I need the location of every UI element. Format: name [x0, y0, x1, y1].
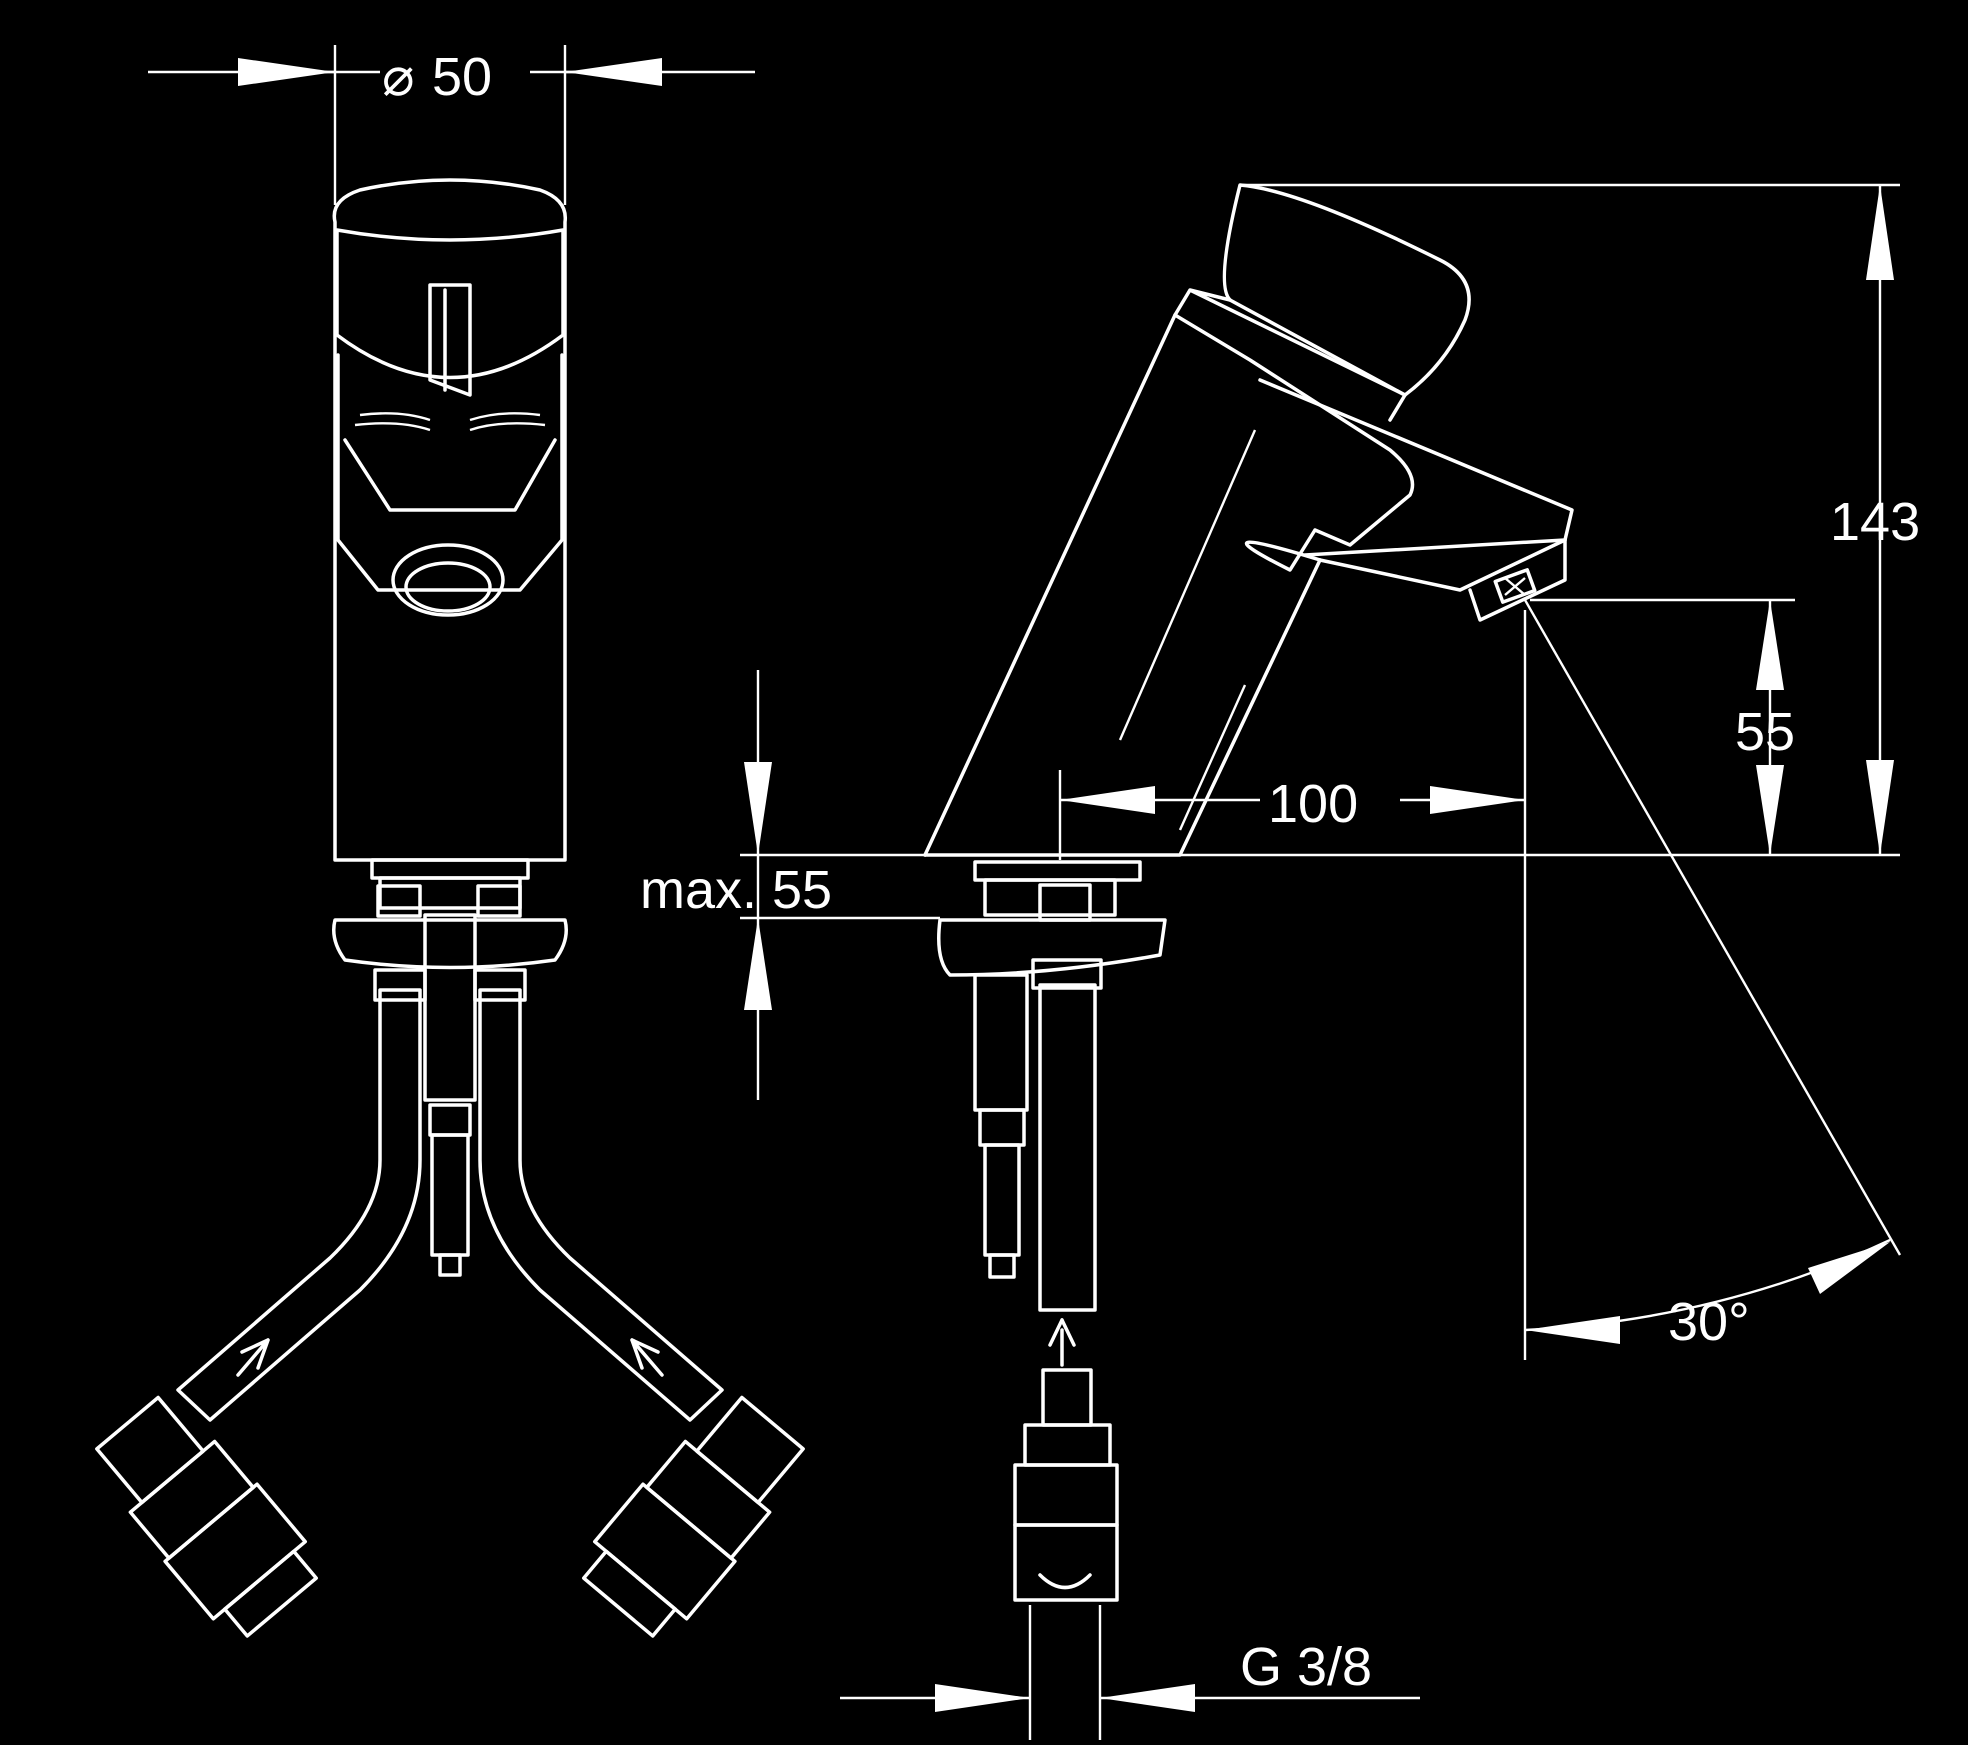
- front-view: ⌀ 50: [95, 45, 805, 1638]
- thread-label: G 3/8: [1240, 1637, 1372, 1697]
- side-hose: [1038, 983, 1097, 1312]
- angle-label: 30°: [1668, 1292, 1750, 1352]
- front-mounting-plate: [332, 918, 568, 970]
- front-body-outline: [332, 178, 568, 862]
- side-spout: [1258, 378, 1574, 592]
- front-push-button: [335, 228, 565, 380]
- front-right-hose: [478, 988, 724, 1422]
- front-left-hose: [176, 988, 422, 1422]
- deck-thickness-label: max. 55: [640, 860, 832, 920]
- front-spout: [336, 353, 564, 592]
- diameter-symbol: ⌀: [382, 47, 415, 107]
- reach-label: 100: [1268, 774, 1358, 834]
- side-push-button: [1222, 183, 1471, 397]
- side-view: 143 55 100 max. 55 30° G: [640, 183, 1920, 1740]
- height-outlet-label: 55: [1735, 702, 1795, 762]
- side-body-outline: [923, 313, 1415, 857]
- front-aerator: [391, 543, 505, 617]
- side-mounting-plate: [937, 918, 1167, 977]
- height-total-label: 143: [1830, 492, 1920, 552]
- diameter-label: 50: [432, 47, 492, 107]
